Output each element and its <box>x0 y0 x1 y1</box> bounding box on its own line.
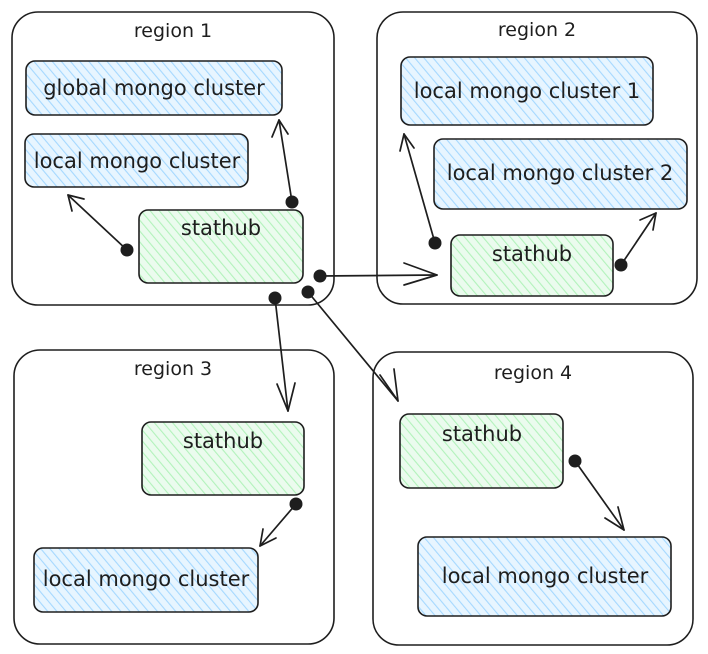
region-2-stathub-label: stathub <box>492 242 572 266</box>
local-mongo-cluster-2-label: local mongo cluster 2 <box>447 161 674 185</box>
arrow-r4-stathub-to-local-cluster <box>568 454 625 531</box>
region-1-local-mongo-cluster-node[interactable]: local mongo cluster <box>24 133 249 188</box>
global-mongo-cluster-label: global mongo cluster <box>43 76 265 100</box>
arrow-r3-stathub-to-local-cluster <box>259 497 303 547</box>
region-1-frame <box>11 11 335 306</box>
global-mongo-cluster-node[interactable]: global mongo cluster <box>25 60 283 116</box>
region-1-stathub-node[interactable]: stathub <box>138 209 304 284</box>
region-2-frame <box>376 11 698 305</box>
local-mongo-cluster-2-node[interactable]: local mongo cluster 2 <box>433 138 688 210</box>
region-3-frame <box>13 349 335 645</box>
region-4-stathub-node[interactable]: stathub <box>399 413 564 489</box>
local-mongo-cluster-1-node[interactable]: local mongo cluster 1 <box>400 56 654 126</box>
region-4-frame <box>372 351 694 646</box>
region-4-title: region 4 <box>494 362 572 384</box>
connectors <box>67 119 657 547</box>
region-1-stathub-label: stathub <box>181 216 261 240</box>
region-3-title: region 3 <box>134 358 212 380</box>
arrow-r2-stathub-to-cluster-2 <box>614 212 657 272</box>
region-4-local-mongo-cluster-node[interactable]: local mongo cluster <box>417 536 672 617</box>
arrow-r1-stathub-to-local-cluster <box>67 194 134 257</box>
region-2-stathub-node[interactable]: stathub <box>450 234 614 297</box>
region-3: region 3 stathub local mongo cluster <box>13 349 335 645</box>
region-4-stathub-label: stathub <box>442 422 522 446</box>
region-4: region 4 stathub local mongo cluster <box>372 351 694 646</box>
region-1-local-mongo-cluster-label: local mongo cluster <box>34 149 241 173</box>
region-2-title: region 2 <box>498 19 576 41</box>
region-3-stathub-node[interactable]: stathub <box>141 421 305 496</box>
arrow-r1-to-r2-stathub <box>313 262 438 286</box>
region-3-stathub-label: stathub <box>183 429 263 453</box>
region-4-local-mongo-cluster-label: local mongo cluster <box>442 564 649 588</box>
region-1-title: region 1 <box>134 20 212 42</box>
arrow-r1-to-r3-stathub <box>268 291 296 412</box>
local-mongo-cluster-1-label: local mongo cluster 1 <box>414 79 641 103</box>
region-1: region 1 global mongo cluster local mong… <box>11 11 335 306</box>
region-3-local-mongo-cluster-node[interactable]: local mongo cluster <box>33 547 259 613</box>
arrow-r1-to-r4-stathub <box>301 285 399 402</box>
arrow-r1-stathub-to-global-cluster <box>271 119 299 209</box>
region-3-local-mongo-cluster-label: local mongo cluster <box>43 567 250 591</box>
region-2: region 2 local mongo cluster 1 local mon… <box>376 11 698 305</box>
arrow-r2-stathub-to-cluster-1 <box>399 133 442 250</box>
